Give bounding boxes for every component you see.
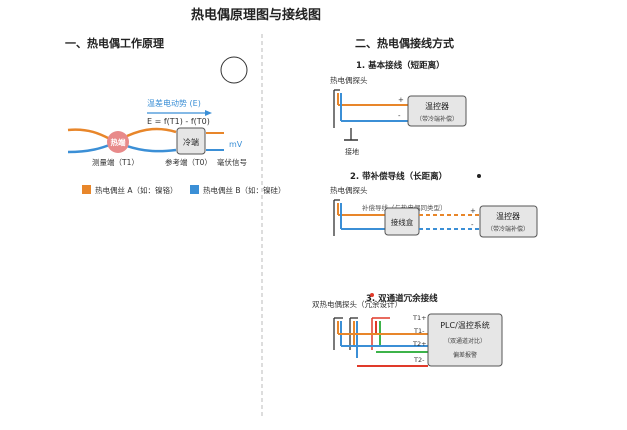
s1-controller-box xyxy=(407,95,467,127)
s3-plc-sub2: 偏差报警 xyxy=(453,351,477,359)
legend-b-label: 热电偶丝 B（如：镍硅） xyxy=(203,185,286,195)
s3-t2m: T2- xyxy=(413,356,425,364)
s1-ground-label: 接地 xyxy=(345,147,359,156)
s1-probe-label: 热电偶探头 xyxy=(330,75,368,85)
cold-label: 冷端 xyxy=(183,137,199,147)
s2-junction-label: 接线盒 xyxy=(391,217,414,227)
s1-plus: + xyxy=(398,96,404,104)
s1-controller: 温控器 xyxy=(425,101,449,111)
s2-controller-sub: （带冷端补偿） xyxy=(487,225,529,233)
legend-swatch-a xyxy=(82,185,91,194)
s1-controller-sub: （带冷端补偿） xyxy=(416,115,458,123)
s1-minus: - xyxy=(398,112,401,120)
ref-label: 参考端（T0） xyxy=(165,157,212,167)
left-heading: 一、热电偶工作原理 xyxy=(65,36,164,50)
s2-plus: + xyxy=(470,207,476,215)
s3-t1m: T1- xyxy=(413,327,425,335)
s2-controller-box xyxy=(479,205,538,238)
s2-minus: - xyxy=(471,221,474,229)
s2-controller: 温控器 xyxy=(496,211,520,221)
signal-label: 毫伏信号 xyxy=(217,157,247,167)
dot-marker xyxy=(477,174,481,178)
cold-junction-box xyxy=(176,127,206,155)
wire-a-left xyxy=(67,128,113,142)
s1-title: 1. 基本接线（短距离） xyxy=(356,60,445,71)
s2-probe-label: 热电偶探头 xyxy=(330,185,368,195)
s3-t1p: T1+ xyxy=(412,314,427,322)
right-heading: 二、热电偶接线方式 xyxy=(355,36,454,50)
s3-t2p: T2+ xyxy=(412,340,427,348)
s3-title: 3. 双通道冗余接线 xyxy=(366,293,438,304)
wire-b-left xyxy=(67,142,113,154)
s3-plc-box xyxy=(427,313,503,367)
emf-arrow-head-icon xyxy=(205,110,212,116)
s3-plc-sub1: （双通道对比） xyxy=(444,337,486,345)
legend-a-label: 热电偶丝 A（如：镍铬） xyxy=(95,185,178,195)
empty-circle-icon xyxy=(220,56,248,84)
s2-junction-box xyxy=(384,207,420,236)
hot-junction xyxy=(107,131,129,153)
legend-swatch-b xyxy=(190,185,199,194)
page-title: 热电偶原理图与接线图 xyxy=(191,7,321,23)
s3-probe-label: 双热电偶探头（冗余设计） xyxy=(312,299,402,309)
measure-label: 测量端（T1） xyxy=(92,157,139,167)
s2-title: 2. 带补偿导线（长距离） xyxy=(350,171,447,182)
red-dot-marker xyxy=(370,293,374,297)
wire-b-right xyxy=(126,144,177,153)
s3-plc: PLC/温控系统 xyxy=(440,320,490,330)
emf-label: 温差电动势 (E) xyxy=(147,98,201,108)
wire-a-right xyxy=(126,127,177,138)
hot-label: 热端 xyxy=(111,137,126,147)
formula-label: E = f(T1) - f(T0) xyxy=(147,117,210,126)
mv-label: mV xyxy=(229,140,243,149)
